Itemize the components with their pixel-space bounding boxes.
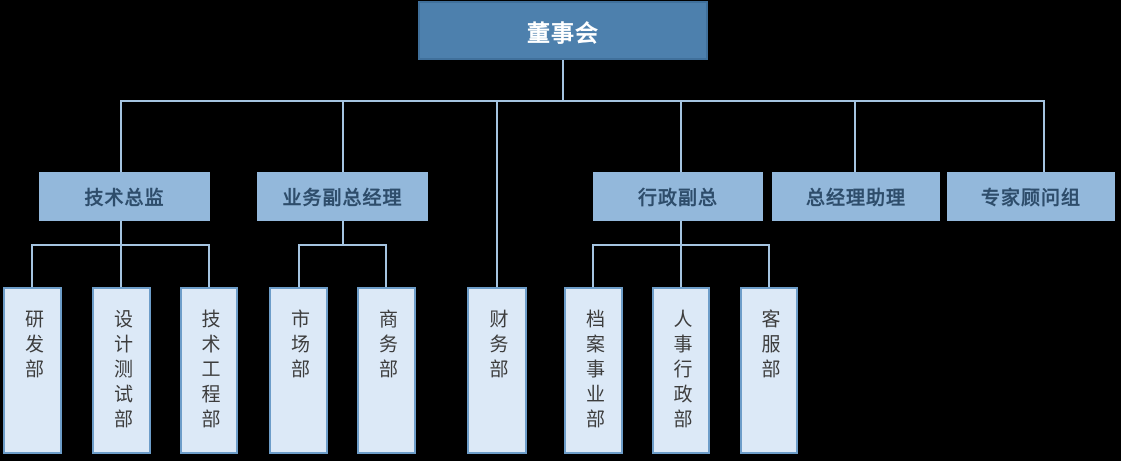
dept-finance-label: 财务部 xyxy=(486,309,509,384)
dept-design-testing-label: 设计测试部 xyxy=(111,309,133,434)
gm-assistant-label: 总经理助理 xyxy=(805,187,906,209)
dept-rnd-label: 研发部 xyxy=(22,309,44,384)
connector-admin-stub xyxy=(680,221,682,244)
connector-main-rail xyxy=(120,100,1045,102)
connector-business-rail xyxy=(298,244,387,246)
connector-tech-stub xyxy=(120,221,122,244)
connector-drop-hr-admin xyxy=(680,244,682,287)
connector-drop-commerce xyxy=(385,244,387,287)
business-deputy-gm-label: 业务副总经理 xyxy=(282,187,403,209)
connector-root-drop xyxy=(562,60,564,100)
board-of-directors-label: 董事会 xyxy=(527,20,599,47)
connector-drop-rnd xyxy=(31,244,33,287)
connector-drop-expert-group xyxy=(1043,100,1045,172)
connector-drop-design-testing xyxy=(120,244,122,287)
connector-drop-tech-director xyxy=(120,100,122,172)
node-tech-director[interactable]: 技术总监 xyxy=(39,172,210,221)
connector-drop-tech-engineering xyxy=(208,244,210,287)
dept-marketing-label: 市场部 xyxy=(288,309,310,384)
dept-design-testing[interactable]: 设计测试部 xyxy=(92,287,151,454)
dept-archives[interactable]: 档案事业部 xyxy=(564,287,623,454)
connector-drop-business-deputy xyxy=(342,100,344,172)
connector-drop-customer-service xyxy=(768,244,770,287)
node-admin-deputy-gm[interactable]: 行政副总 xyxy=(593,172,763,221)
dept-customer-service-label: 客服部 xyxy=(758,309,781,384)
connector-business-stub xyxy=(342,221,344,244)
node-board-of-directors[interactable]: 董事会 xyxy=(418,1,708,60)
dept-finance[interactable]: 财务部 xyxy=(467,287,527,454)
node-business-deputy-gm[interactable]: 业务副总经理 xyxy=(257,172,428,221)
connector-drop-archives xyxy=(592,244,594,287)
tech-director-label: 技术总监 xyxy=(84,187,165,209)
dept-hr-admin-label: 人事行政部 xyxy=(670,309,693,434)
dept-customer-service[interactable]: 客服部 xyxy=(740,287,798,454)
dept-archives-label: 档案事业部 xyxy=(583,309,605,434)
expert-advisory-group-label: 专家顾问组 xyxy=(980,187,1081,209)
connector-drop-finance xyxy=(496,100,498,287)
dept-tech-engineering[interactable]: 技术工程部 xyxy=(180,287,238,454)
dept-rnd[interactable]: 研发部 xyxy=(3,287,62,454)
dept-tech-engineering-label: 技术工程部 xyxy=(198,309,221,434)
dept-commerce[interactable]: 商务部 xyxy=(357,287,416,454)
dept-commerce-label: 商务部 xyxy=(376,309,398,384)
node-expert-advisory-group[interactable]: 专家顾问组 xyxy=(947,172,1115,221)
connector-drop-gm-assistant xyxy=(854,100,856,172)
connector-drop-marketing xyxy=(298,244,300,287)
node-gm-assistant[interactable]: 总经理助理 xyxy=(772,172,940,221)
dept-hr-admin[interactable]: 人事行政部 xyxy=(652,287,710,454)
admin-deputy-gm-label: 行政副总 xyxy=(637,187,718,209)
connector-drop-admin-deputy xyxy=(680,100,682,172)
dept-marketing[interactable]: 市场部 xyxy=(269,287,328,454)
